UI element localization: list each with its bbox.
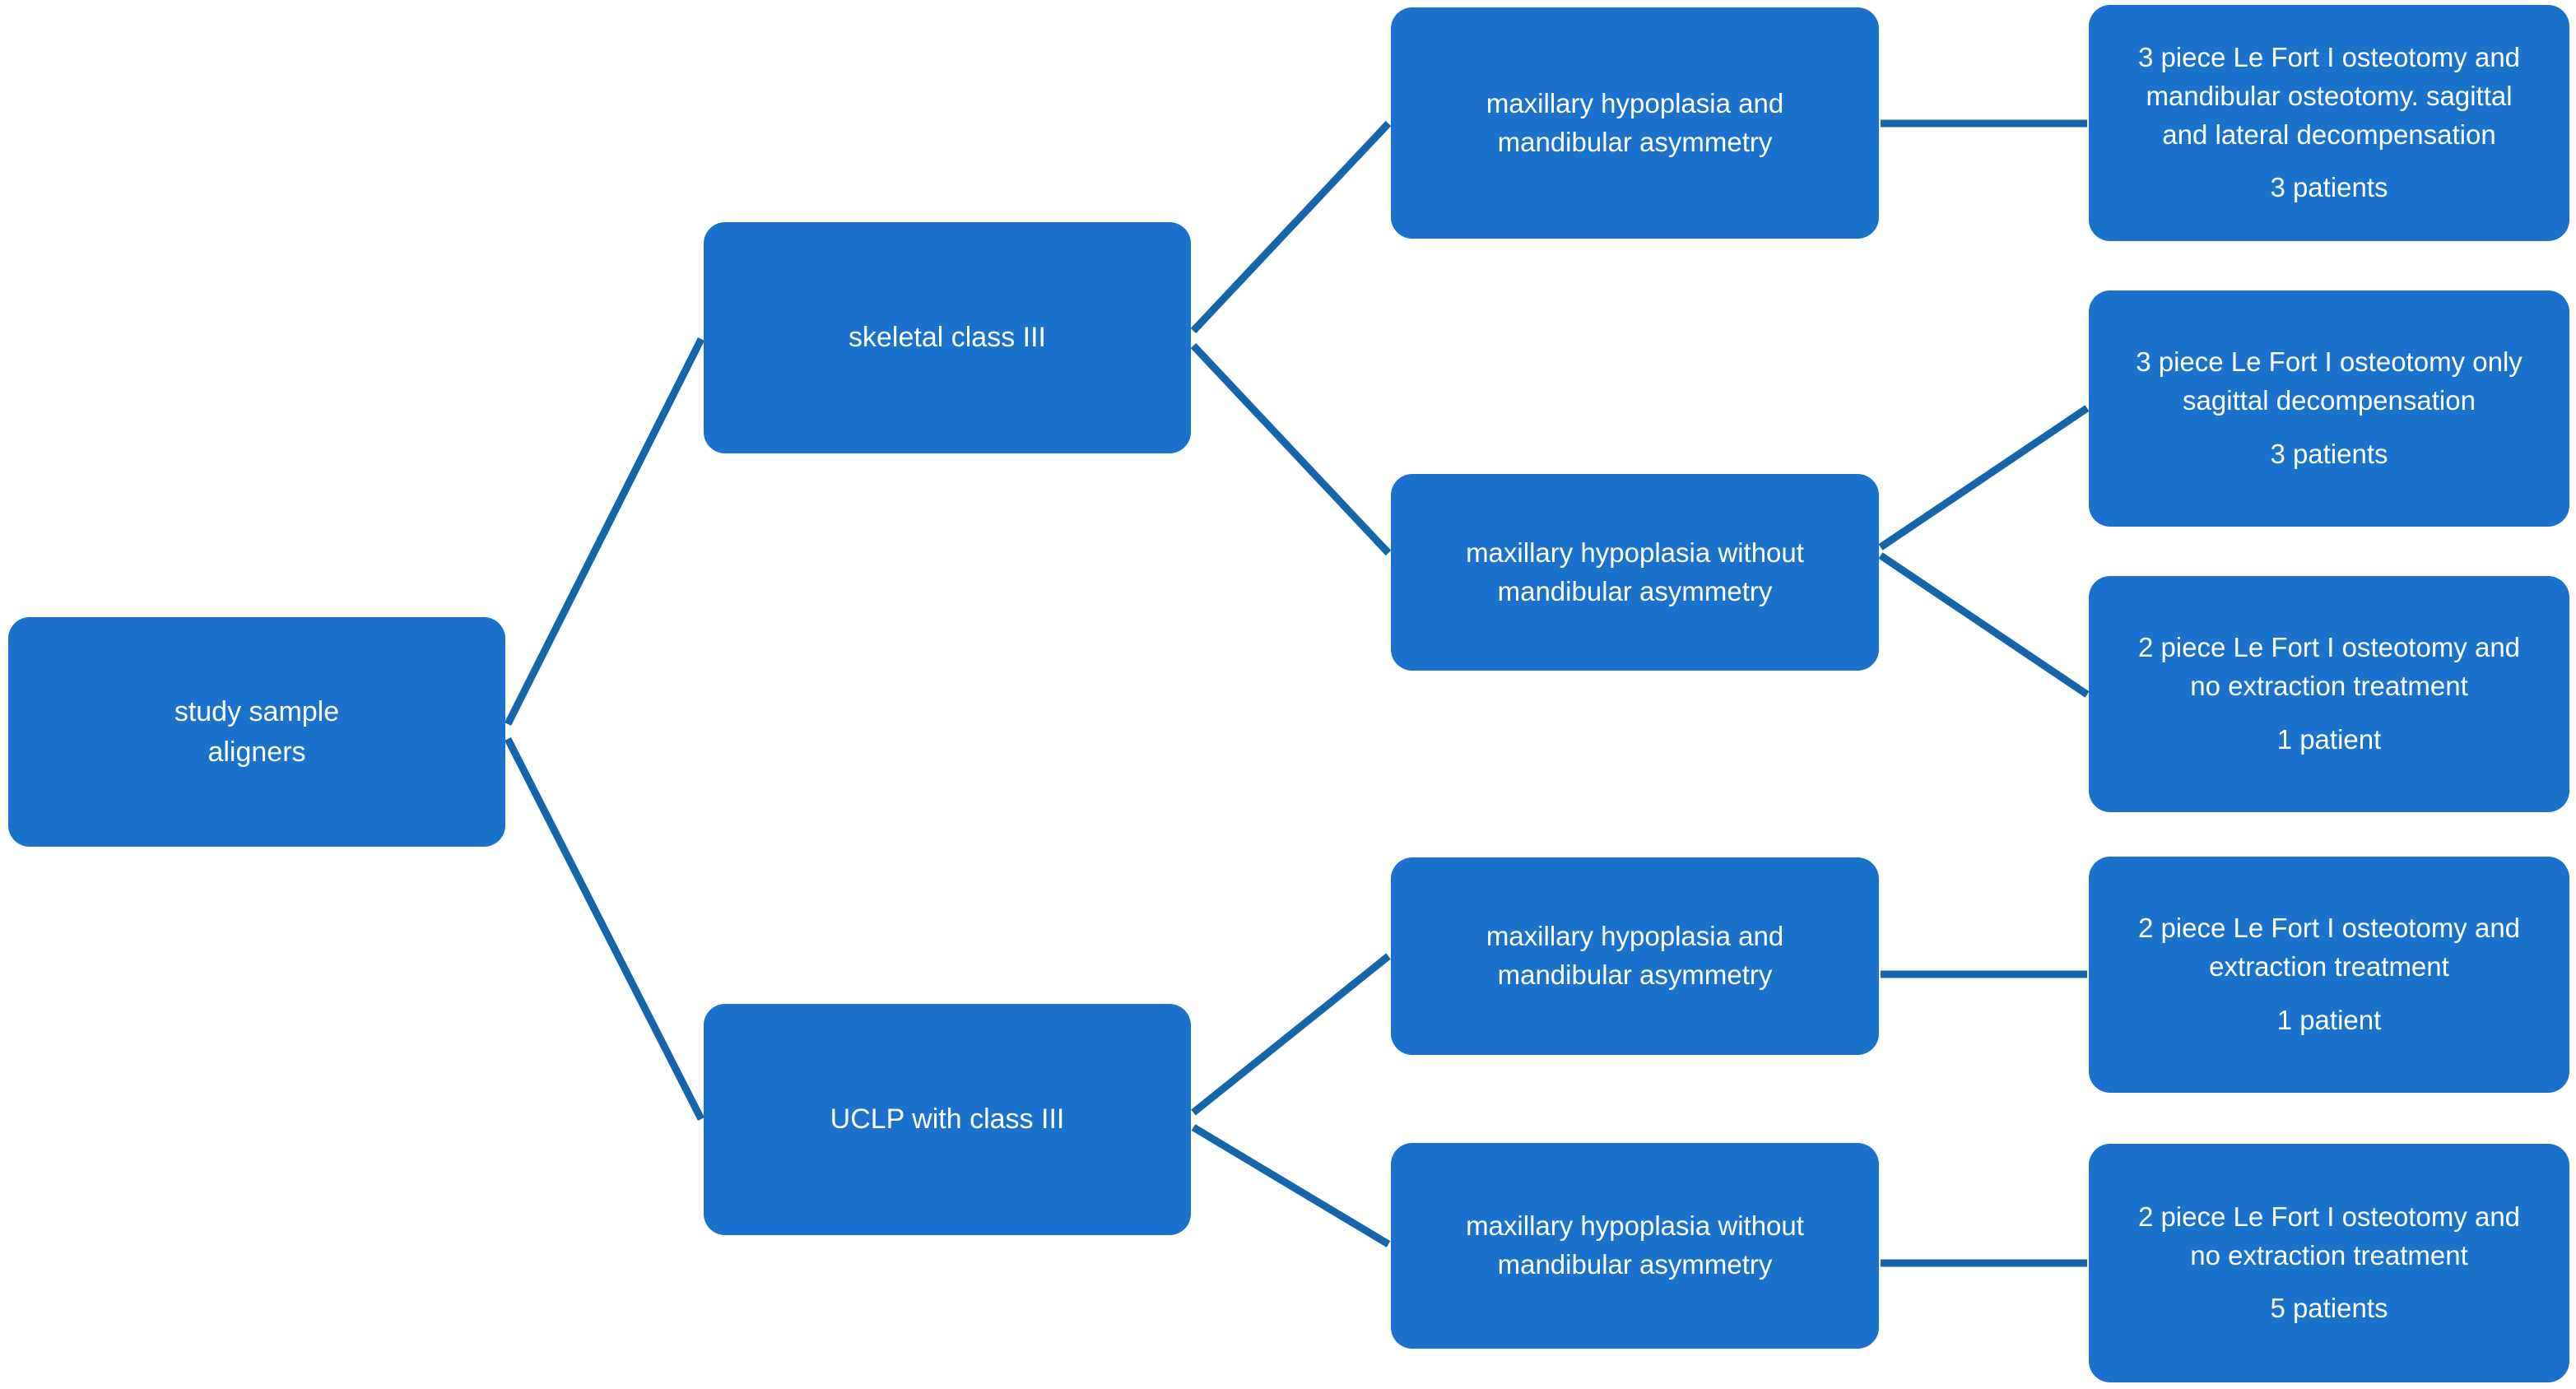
node-skeletal-without-asymmetry-line2: mandibular asymmetry: [1497, 575, 1773, 606]
node-skeletal-with-asymmetry-line2: mandibular asymmetry: [1497, 126, 1773, 157]
node-uclp-with-asymmetry-line1: maxillary hypoplasia and: [1486, 921, 1784, 952]
node-leaf-2piece-no-extraction-1-line2: no extraction treatment: [2190, 671, 2468, 702]
edge-root-to-uclp: [504, 736, 705, 1122]
node-uclp-with-asymmetry-line2: mandibular asymmetry: [1497, 959, 1773, 990]
node-study-sample[interactable]: study sample aligners: [8, 617, 505, 847]
node-leaf-2piece-no-extraction-5-count: 5 patients: [2270, 1293, 2388, 1324]
node-leaf-3piece-mandibular-line3: and lateral decompensation: [2162, 118, 2496, 150]
node-leaf-2piece-no-extraction-5[interactable]: 2 piece Le Fort I osteotomy and no extra…: [2089, 1144, 2569, 1382]
node-skeletal-without-asymmetry[interactable]: maxillary hypoplasia without mandibular …: [1391, 474, 1879, 671]
node-uclp-without-asymmetry[interactable]: maxillary hypoplasia without mandibular …: [1391, 1143, 1879, 1349]
edge-skeletal-to-without-asym: [1190, 342, 1392, 556]
node-leaf-2piece-no-extraction-1-line1: 2 piece Le Fort I osteotomy and: [2137, 632, 2521, 663]
edge-uclp-to-with-asym: [1191, 953, 1391, 1116]
node-leaf-3piece-mandibular-line1: 3 piece Le Fort I osteotomy and: [2137, 41, 2521, 72]
node-leaf-2piece-extraction-line1: 2 piece Le Fort I osteotomy and: [2137, 913, 2521, 944]
node-uclp-with-asymmetry[interactable]: maxillary hypoplasia and mandibular asym…: [1391, 857, 1879, 1055]
node-leaf-3piece-mandibular-count: 3 patients: [2270, 172, 2388, 203]
node-leaf-3piece-only-sagittal-line2: sagittal decompensation: [2183, 385, 2476, 416]
edge-uclp-to-without-asym: [1191, 1124, 1391, 1247]
node-uclp-without-asymmetry-line2: mandibular asymmetry: [1497, 1249, 1773, 1280]
node-study-sample-line1: study sample: [174, 696, 340, 728]
node-leaf-3piece-mandibular[interactable]: 3 piece Le Fort I osteotomy and mandibul…: [2089, 5, 2569, 241]
node-leaf-3piece-only-sagittal-count: 3 patients: [2270, 438, 2388, 469]
node-leaf-2piece-extraction[interactable]: 2 piece Le Fort I osteotomy and extracti…: [2089, 857, 2569, 1093]
node-skeletal-class-iii-label: skeletal class III: [849, 322, 1046, 354]
edge-root-to-skeletal: [504, 337, 705, 727]
edge-skeletal-to-with-asym: [1190, 120, 1392, 334]
node-leaf-2piece-no-extraction-5-line1: 2 piece Le Fort I osteotomy and: [2137, 1201, 2521, 1232]
edge-l3b-to-leaf3: [1878, 552, 2090, 698]
node-leaf-3piece-mandibular-line2: mandibular osteotomy. sagittal: [2146, 80, 2513, 111]
edge-l3b-to-leaf2: [1878, 405, 2090, 550]
node-leaf-2piece-no-extraction-5-line2: no extraction treatment: [2190, 1239, 2468, 1271]
node-skeletal-with-asymmetry-line1: maxillary hypoplasia and: [1486, 87, 1784, 118]
node-uclp-with-class-iii-label: UCLP with class III: [830, 1103, 1065, 1136]
node-leaf-3piece-only-sagittal[interactable]: 3 piece Le Fort I osteotomy only sagitta…: [2089, 290, 2569, 527]
node-study-sample-line2: aligners: [207, 736, 306, 768]
node-skeletal-without-asymmetry-line1: maxillary hypoplasia without: [1466, 537, 1804, 568]
node-uclp-with-class-iii[interactable]: UCLP with class III: [704, 1004, 1191, 1235]
node-skeletal-with-asymmetry[interactable]: maxillary hypoplasia and mandibular asym…: [1391, 7, 1879, 239]
node-leaf-3piece-only-sagittal-line1: 3 piece Le Fort I osteotomy only: [2136, 346, 2523, 378]
node-leaf-2piece-extraction-line2: extraction treatment: [2209, 951, 2449, 983]
node-leaf-2piece-extraction-count: 1 patient: [2276, 1004, 2382, 1035]
node-uclp-without-asymmetry-line1: maxillary hypoplasia without: [1466, 1210, 1804, 1242]
node-skeletal-class-iii[interactable]: skeletal class III: [704, 222, 1191, 453]
node-leaf-2piece-no-extraction-1[interactable]: 2 piece Le Fort I osteotomy and no extra…: [2089, 576, 2569, 812]
node-leaf-2piece-no-extraction-1-count: 1 patient: [2276, 723, 2382, 755]
